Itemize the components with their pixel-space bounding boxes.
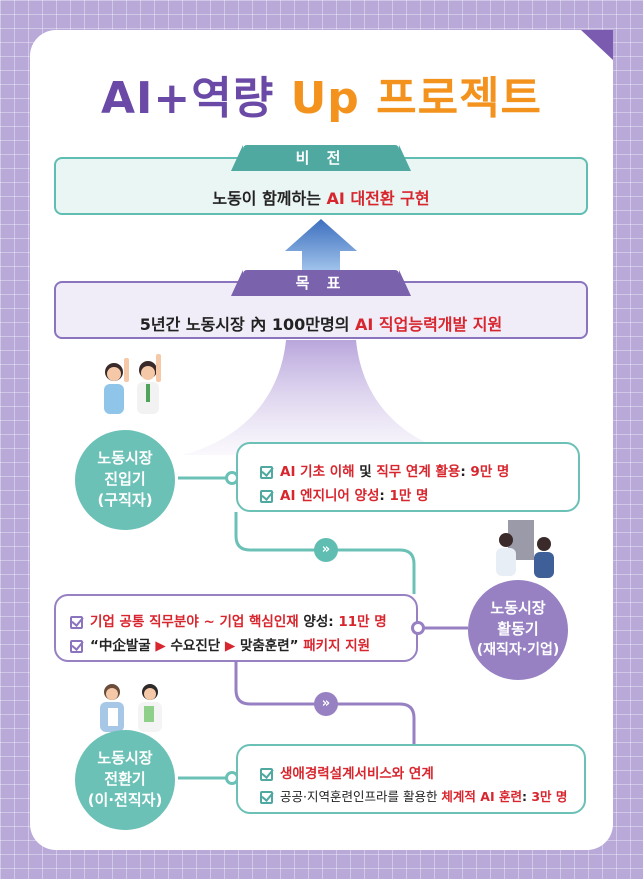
stage2-line1: 기업 공통 직무분야 ~ 기업 핵심인재 양성: 11만 명 [70, 610, 387, 630]
check-icon [260, 768, 273, 781]
vision-text-red: AI 대전환 구현 [326, 189, 430, 208]
stage3-circle-line1: 노동시장 [97, 749, 153, 767]
goal-text-pre: 5년간 노동시장 內 100만명의 [139, 315, 356, 334]
stage1-line1-mid: 및 [354, 464, 377, 480]
stage2-node [411, 621, 425, 635]
stage1-line1: AI 기초 이해 및 직무 연계 활용: 9만 명 [260, 460, 509, 480]
stage2-box: 기업 공통 직무분야 ~ 기업 핵심인재 양성: 11만 명 “中企발굴 ▶ 수… [54, 594, 418, 662]
check-icon [260, 791, 273, 804]
vision-text-pre: 노동이 함께하는 [212, 189, 327, 208]
stage1-line1-num: 9만 명 [470, 464, 510, 480]
stage1-circle-line3: (구직자) [97, 491, 153, 509]
stage3-line2-num: 3만 명 [531, 789, 568, 804]
stage2-line2-q3: 맞춤훈련” [240, 638, 304, 654]
job-seekers-illustration [104, 354, 161, 414]
career-changers-illustration [100, 684, 162, 732]
stage1-line2-red: AI 엔지니어 양성 [280, 488, 380, 504]
stage3-circle-line3: (이·전직자) [87, 791, 163, 809]
stage2-line2-red: 패키지 지원 [303, 638, 371, 654]
stage3-circle: 노동시장 전환기 (이·전직자) [75, 730, 175, 830]
check-icon [70, 616, 83, 629]
stage2-circle-line2: 활동기 [497, 620, 539, 638]
stage1-line1-red: AI 기초 이해 [280, 464, 355, 480]
stage3-line2-pre: 공공·지역훈련인프라를 활용한 [280, 789, 442, 804]
stage1-line1-red2: 직무 연계 활용 [376, 464, 461, 480]
stage2-circle: 노동시장 활동기 (재직자·기업) [468, 580, 568, 680]
triangle-right-icon: ▶ [224, 638, 236, 654]
stage3-line1-red: 생애경력설계서비스와 연계 [280, 766, 434, 782]
stage2-line1-red: 기업 공통 직무분야 ~ 기업 핵심인재 [90, 614, 299, 630]
stage2-line2-q2: 수요진단 [170, 638, 221, 654]
stage2-line1-num: 11만 명 [338, 614, 387, 630]
double-chevron-right-icon: » [314, 538, 338, 562]
stage3-circle-line2: 전환기 [104, 770, 146, 788]
stage1-circle-line1: 노동시장 [97, 449, 153, 467]
goal-tab: 목 표 [231, 270, 411, 296]
stage2-circle-line1: 노동시장 [490, 599, 546, 617]
page-title: AI+역량 Up 프로젝트 [0, 62, 643, 126]
goal-text: 5년간 노동시장 內 100만명의 AI 직업능력개발 지원 [56, 311, 586, 335]
stage3-box: 생애경력설계서비스와 연계 공공·지역훈련인프라를 활용한 체계적 AI 훈련:… [236, 744, 586, 814]
stage3-line2-red: 체계적 AI 훈련 [441, 789, 522, 804]
stage1-circle-line2: 진입기 [104, 470, 146, 488]
stage2-line1-rest: 양성: [298, 614, 339, 630]
stage3-line2: 공공·지역훈련인프라를 활용한 체계적 AI 훈련: 3만 명 [260, 786, 567, 805]
goal-text-red: AI 직업능력개발 지원 [355, 315, 503, 334]
check-icon [260, 466, 273, 479]
stage1-line2-num: 1만 명 [389, 488, 429, 504]
title-part2: Up 프로젝트 [290, 73, 543, 124]
stage1-circle: 노동시장 진입기 (구직자) [75, 430, 175, 530]
triangle-right-icon: ▶ [155, 638, 166, 654]
corner-fold-icon [581, 30, 613, 60]
vision-tab: 비 전 [231, 145, 411, 171]
stage1-box: AI 기초 이해 및 직무 연계 활용: 9만 명 AI 엔지니어 양성: 1만… [236, 442, 580, 512]
stage2-circle-line3: (재직자·기업) [476, 642, 560, 658]
stage1-line2-rest: : [379, 488, 390, 504]
stage1-line2: AI 엔지니어 양성: 1만 명 [260, 484, 428, 504]
stage3-line2-rest: : [521, 789, 532, 804]
title-part1: AI+역량 [100, 73, 275, 124]
workers-illustration [496, 520, 554, 578]
check-icon [70, 640, 83, 653]
stage2-line2: “中企발굴 ▶ 수요진단 ▶ 맞춤훈련” 패키지 지원 [70, 634, 370, 654]
stage1-line1-rest: : [460, 464, 471, 480]
vision-text: 노동이 함께하는 AI 대전환 구현 [56, 185, 586, 209]
check-icon [260, 490, 273, 503]
double-chevron-right-icon: » [314, 692, 338, 716]
stage2-line2-q1: “中企발굴 [90, 638, 151, 654]
stage3-line1: 생애경력설계서비스와 연계 [260, 762, 434, 782]
